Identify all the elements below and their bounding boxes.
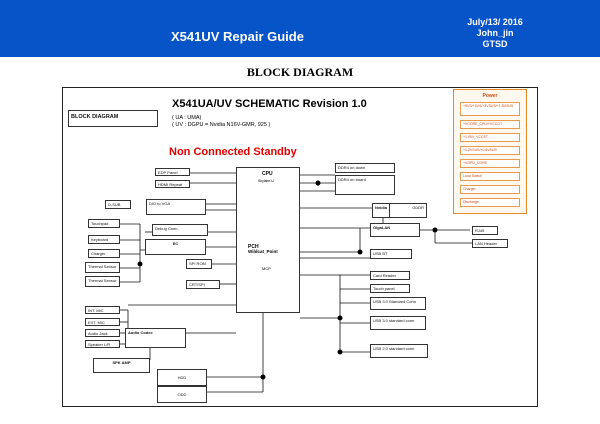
audio-codec-block: Audio Codec	[125, 328, 186, 348]
power-item: +1.05V_VCCST	[460, 133, 520, 142]
keyboard-block: Keyboard	[88, 235, 120, 244]
usb30-a-block: USB 3.0 Standard Conn	[370, 297, 426, 310]
thermal-sensor-1-block: Thermal Sensor	[85, 262, 120, 273]
edp-block: EDP Panel	[155, 168, 190, 176]
ext-mic-block: EXT. MIC	[85, 318, 120, 326]
doc-date: July/13/ 2016	[467, 17, 523, 27]
cardreader-block: Card Reader	[370, 271, 410, 280]
power-item: Discharge	[460, 198, 520, 207]
pch-sublabel: Wildcat_Point	[248, 249, 278, 254]
usb-bt-block: USB BT	[370, 249, 412, 259]
power-item: Charger	[460, 185, 520, 194]
touchpad-block: Touchpad	[88, 219, 120, 228]
crt-block: CRT/SPI	[186, 280, 220, 289]
doc-dept: GTSD	[482, 39, 508, 49]
power-item: Load Switch	[460, 172, 520, 181]
hdd-block: HDD	[157, 369, 207, 386]
gigalan-block: GigaLAN	[370, 223, 420, 237]
odd-block: ODD	[157, 386, 207, 403]
int-mic-block: INT. MIC	[85, 306, 120, 314]
dsub-block: D-SUB	[105, 200, 131, 209]
page-heading: BLOCK DIAGRAM	[246, 65, 354, 79]
pch-label: PCH	[248, 244, 259, 250]
thermal-sensor-2-block: Thermal Sensor	[85, 276, 120, 287]
sheet-sub-dgpu: ( UV : DGPU = Nvidia N16V-GMR, 925 )	[172, 122, 271, 128]
speaker-block: Speaker L/R	[85, 340, 120, 348]
rj45-block: RJ45	[472, 226, 498, 235]
block-diagram-tag: BLOCK DIAGRAM	[68, 110, 158, 127]
charger-block: Charger	[88, 249, 120, 258]
doc-title: X541UV Repair Guide	[171, 29, 304, 44]
power-item: +VCORE_CPU/+VCCGT	[460, 120, 520, 129]
power-title: Power	[482, 93, 498, 99]
spi-rom-block: SPI ROM	[186, 259, 212, 269]
cpu-label: CPU	[262, 171, 273, 177]
doc-meta: July/13/ 2016 John_jin GTSD	[455, 17, 535, 50]
mcp-label: MCP	[262, 266, 271, 271]
header-banner: X541UV Repair Guide July/13/ 2016 John_j…	[0, 0, 600, 57]
usb20-block: USB 2.0 standard conn	[370, 344, 428, 358]
debug-conn-block: Debug Conn.	[152, 224, 208, 236]
standby-label: Non Connected Standby	[169, 146, 297, 158]
power-panel: Power +5VS/+3VS/+3VSUS/+1.5VSUS +VCORE_C…	[453, 89, 527, 214]
lan-header-block: LAN Header	[472, 239, 508, 248]
doc-author: John_jin	[476, 28, 514, 38]
sheet-title: X541UA/UV SCHEMATIC Revision 1.0	[172, 98, 367, 110]
dio-vga-block: DIO to VGA	[146, 199, 206, 215]
ec-block: EC	[145, 239, 206, 255]
hdmi-block: HDMI Repeat	[155, 180, 190, 188]
power-item: +5VS/+3VS/+3VSUS/+1.5VSUS	[460, 102, 520, 116]
ddr-down-block: DDR4 on down	[335, 163, 395, 173]
touchpanel-block: Touch panel	[370, 284, 410, 293]
cpu-pch-block	[236, 167, 300, 313]
sheet-sub-uma: ( UA : UMA)	[172, 115, 202, 121]
power-item: +1.2VSUS/+0.6VSUS	[460, 146, 520, 155]
ddr-board-block: DDR4 on board	[335, 175, 395, 195]
power-item: +VGPU_CORE	[460, 159, 520, 168]
audio-jack-block: Audio Jack	[85, 329, 120, 337]
cpu-sublabel: Skylake-U	[258, 179, 274, 183]
gddr-block: GDDR	[389, 203, 427, 218]
usb30-b-block: USB 3.0 standard conn	[370, 316, 426, 330]
spk-amp-block: SPK AMP	[93, 358, 150, 373]
